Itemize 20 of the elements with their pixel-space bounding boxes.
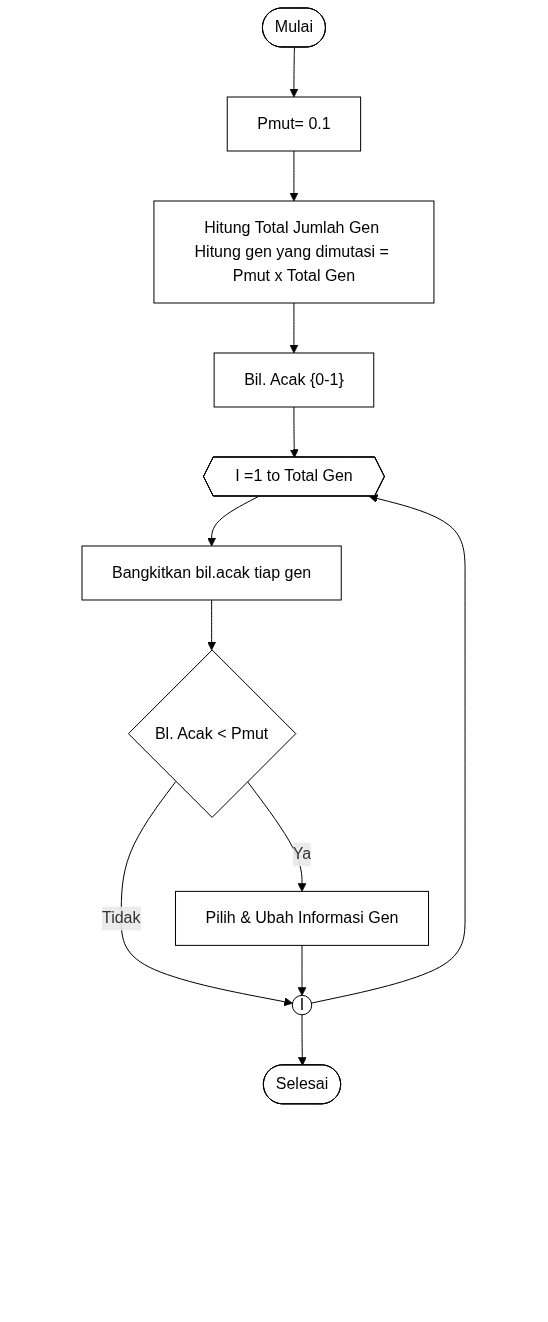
arrow (207, 496, 260, 547)
arrow (311, 494, 467, 1004)
arrow (290, 302, 299, 354)
edge-label: Ya (293, 845, 312, 863)
node-circle: I (292, 994, 313, 1016)
arrow (298, 1014, 308, 1066)
node-box: Pmut= 0.1 (227, 96, 362, 152)
node-box: Bangkitkan bil.acak tiap gen (81, 545, 343, 601)
arrow (247, 781, 307, 892)
arrow (290, 406, 300, 458)
edge-label: Tidak (102, 909, 141, 927)
node-diamond: Bl. Acak < Pmut (128, 649, 297, 818)
arrow (290, 47, 299, 98)
arrow (298, 944, 307, 996)
node-box: Pilih & Ubah Informasi Gen (175, 890, 430, 946)
node-box: Hitung Total Jumlah Gen Hitung gen yang dimutasi = Pmut x Total Gen (153, 200, 435, 304)
arrow (121, 781, 294, 1007)
arrow (290, 150, 299, 202)
arrow (207, 599, 217, 651)
node-box: Bil. Acak {0-1} (214, 352, 375, 408)
